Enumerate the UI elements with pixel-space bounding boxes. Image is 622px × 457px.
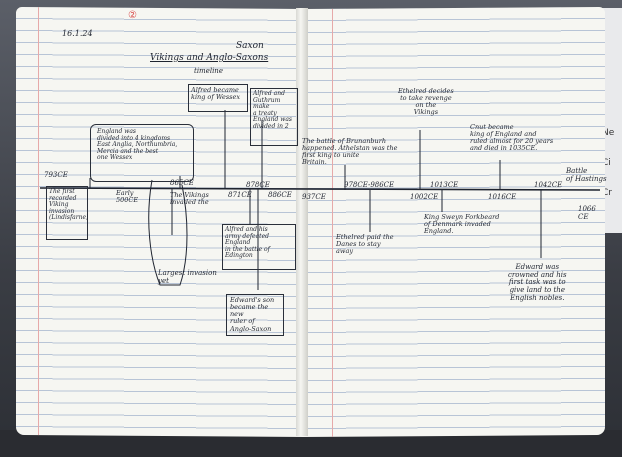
note-england-kingdoms: England was divided into 4 kingdoms East…	[97, 128, 178, 162]
date-label: 16.1.24	[62, 29, 93, 38]
date-marker: 878CE	[246, 181, 270, 189]
note-first-invasion: The first recorded Viking invasion (Lind…	[49, 188, 89, 222]
note-battle-hastings: Battle of Hastings	[566, 167, 607, 183]
note-sweyn: King Sweyn Forkbeard of Denmark invaded …	[424, 213, 500, 236]
note-box: Alfred and his army defeated England in …	[222, 224, 296, 270]
margin-line	[332, 8, 333, 437]
date-marker: 886CE	[268, 191, 292, 199]
note-alfred-died: Alfred and his army defeated England in …	[225, 226, 270, 260]
page-subtitle: timeline	[194, 67, 223, 75]
page-title-top: Saxon	[236, 41, 264, 51]
date-marker: 937CE	[302, 193, 326, 201]
date-marker: 1002CE	[410, 193, 439, 201]
date-marker: 978CE-986CE	[344, 181, 395, 189]
date-marker: 1066 CE	[578, 205, 596, 221]
date-marker: 865CE	[170, 179, 194, 187]
date-marker: 1016CE	[488, 193, 517, 201]
note-edward-crowned: Edward was crowned and his first task wa…	[508, 263, 567, 302]
date-marker: 793CE	[44, 171, 68, 179]
note-ethelred-decides: Ethelred decides to take revenge on the …	[398, 87, 454, 117]
note-alfred-king: Alfred became king of Wessex	[191, 86, 240, 102]
date-marker: 1042CE	[534, 181, 563, 189]
date-marker: 1013CE	[430, 181, 459, 189]
note-edward-king: Edward's son became the new ruler of Ang…	[230, 296, 275, 333]
note-vikings-invaded: The Vikings invaded the	[170, 191, 209, 207]
page-title: Vikings and Anglo-Saxons	[150, 53, 269, 63]
note-cnut: Cnut became king of England and ruled al…	[470, 123, 554, 153]
note-box: Edward's son became the new ruler of Ang…	[226, 294, 284, 336]
note-box: Alfred and Guthrum make a treaty England…	[250, 88, 298, 146]
note-box: Alfred became king of Wessex	[188, 84, 248, 112]
note-brunanburh: The battle of Brunanburh happened. Athel…	[302, 137, 398, 167]
worksheet-text: Cr	[602, 188, 612, 198]
worksheet-text: Ci	[602, 158, 611, 168]
date-marker: 871CE	[228, 191, 252, 199]
note-box: The first recorded Viking invasion (Lind…	[46, 186, 88, 240]
note-ethelred-paid: Ethelred paid the Danes to stay away	[336, 233, 394, 256]
note-guthrum: Alfred and Guthrum make a treaty England…	[253, 90, 292, 130]
note-largest-invasion: Largest invasion yet	[158, 269, 217, 285]
note-early-sax: Early 500CE	[116, 189, 139, 205]
worksheet-text: Ne	[602, 128, 615, 138]
note-box: England was divided into 4 kingdoms East…	[90, 124, 194, 182]
margin-line	[38, 7, 39, 436]
notebook-spine	[296, 8, 308, 436]
